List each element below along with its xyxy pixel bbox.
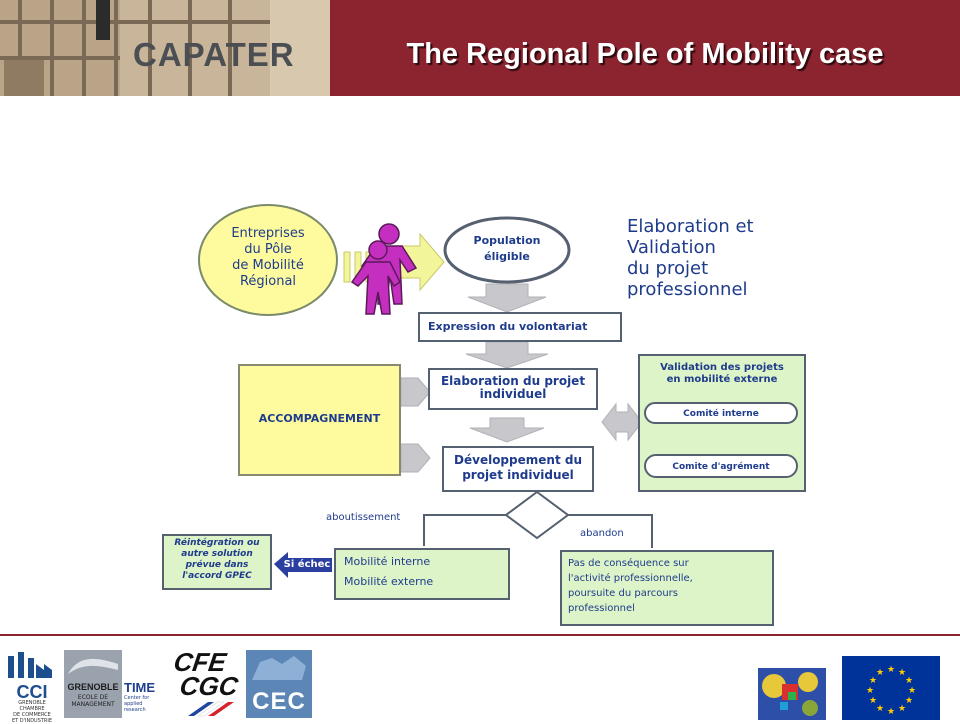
flow-arrows: [400, 283, 643, 473]
svg-text:★: ★: [898, 668, 906, 678]
validation-label: Validation des projets en mobilité exter…: [660, 362, 784, 385]
elaboration-box: Elaboration du projet individuel: [428, 368, 598, 410]
aboutissement-label: aboutissement: [326, 512, 401, 523]
cci-subtext: GRENOBLE CHAMBRE DE COMMERCE ET D'INDUST…: [11, 700, 53, 724]
abandon-label: abandon: [580, 528, 624, 539]
cfe-cgc-stripes: [188, 701, 234, 717]
cec-logo: CEC: [246, 650, 312, 718]
time-logo: TIME Center for applied research: [124, 680, 164, 718]
section-heading: Elaboration et Validation du projet prof…: [627, 216, 754, 300]
entreprises-label: Entreprises du Pôle de Mobilité Régional: [231, 226, 305, 289]
eu-flag: ★ ★ ★ ★ ★ ★ ★ ★ ★ ★ ★ ★: [842, 656, 940, 720]
svg-text:★: ★: [908, 686, 916, 696]
eu-stars-icon: ★ ★ ★ ★ ★ ★ ★ ★ ★ ★ ★ ★: [866, 665, 916, 717]
brand-logo-text: CAPATER: [133, 36, 295, 73]
grenoble-wave-icon: [68, 658, 118, 674]
header-photo-banner: [0, 0, 330, 96]
svg-text:★: ★: [887, 707, 895, 717]
reintegration-box: Réintégration ou autre solution prévue d…: [162, 534, 272, 590]
svg-text:★: ★: [876, 668, 884, 678]
header-photo: [0, 0, 330, 96]
mobilite-box: Mobilité interne Mobilité externe: [334, 548, 510, 600]
si-echec-arrow: [274, 552, 332, 578]
decision-diamond: [504, 490, 570, 540]
cci-factory-icon: [8, 652, 52, 678]
puzzle-icon: [758, 668, 826, 720]
comite-agrement-oval: Comite d'agrément: [644, 454, 798, 478]
svg-text:★: ★: [866, 686, 874, 696]
comite-interne-oval: Comité interne: [644, 402, 798, 424]
svg-text:★: ★: [898, 704, 906, 714]
svg-text:★: ★: [869, 696, 877, 706]
grenoble-text: GRENOBLE: [67, 682, 119, 692]
cgc-text: CGC: [177, 671, 240, 701]
entreprises-oval: [198, 204, 338, 316]
svg-text:★: ★: [887, 665, 895, 675]
cfe-cgc-logo: CFE CGC: [168, 646, 240, 718]
puzzle-logo: [752, 664, 830, 720]
population-oval: [443, 216, 571, 284]
svg-text:★: ★: [905, 696, 913, 706]
expression-box: Expression du volontariat: [418, 312, 622, 342]
accompagnement-box: ACCOMPAGNEMENT: [238, 364, 401, 476]
time-text: TIME: [124, 680, 156, 695]
cci-text: CCI: [16, 682, 48, 702]
cec-map-icon: [252, 656, 306, 680]
branch-lines: [423, 514, 653, 548]
time-subtext: Center for applied research: [124, 695, 150, 713]
si-echec-label: Si échec: [283, 559, 331, 570]
svg-text:★: ★: [876, 704, 884, 714]
people-figures-icon: [350, 223, 418, 315]
consequence-box: Pas de conséquence sur l'activité profes…: [560, 550, 774, 626]
developpement-box: Développement du projet individuel: [442, 446, 594, 492]
svg-text:★: ★: [905, 676, 913, 686]
grenoble-subtext: ECOLE DE MANAGEMENT: [71, 694, 115, 708]
cec-text: CEC: [252, 688, 306, 715]
header-title-bar: [330, 0, 960, 96]
footer-divider: [0, 634, 960, 636]
page-title: The Regional Pole of Mobility case: [406, 38, 884, 70]
svg-text:★: ★: [869, 676, 877, 686]
cci-logo: CCI GRENOBLE CHAMBRE DE COMMERCE ET D'IN…: [4, 650, 60, 724]
grenoble-em-logo: GRENOBLE ECOLE DE MANAGEMENT: [64, 650, 122, 718]
population-label: Population éligible: [473, 234, 541, 263]
